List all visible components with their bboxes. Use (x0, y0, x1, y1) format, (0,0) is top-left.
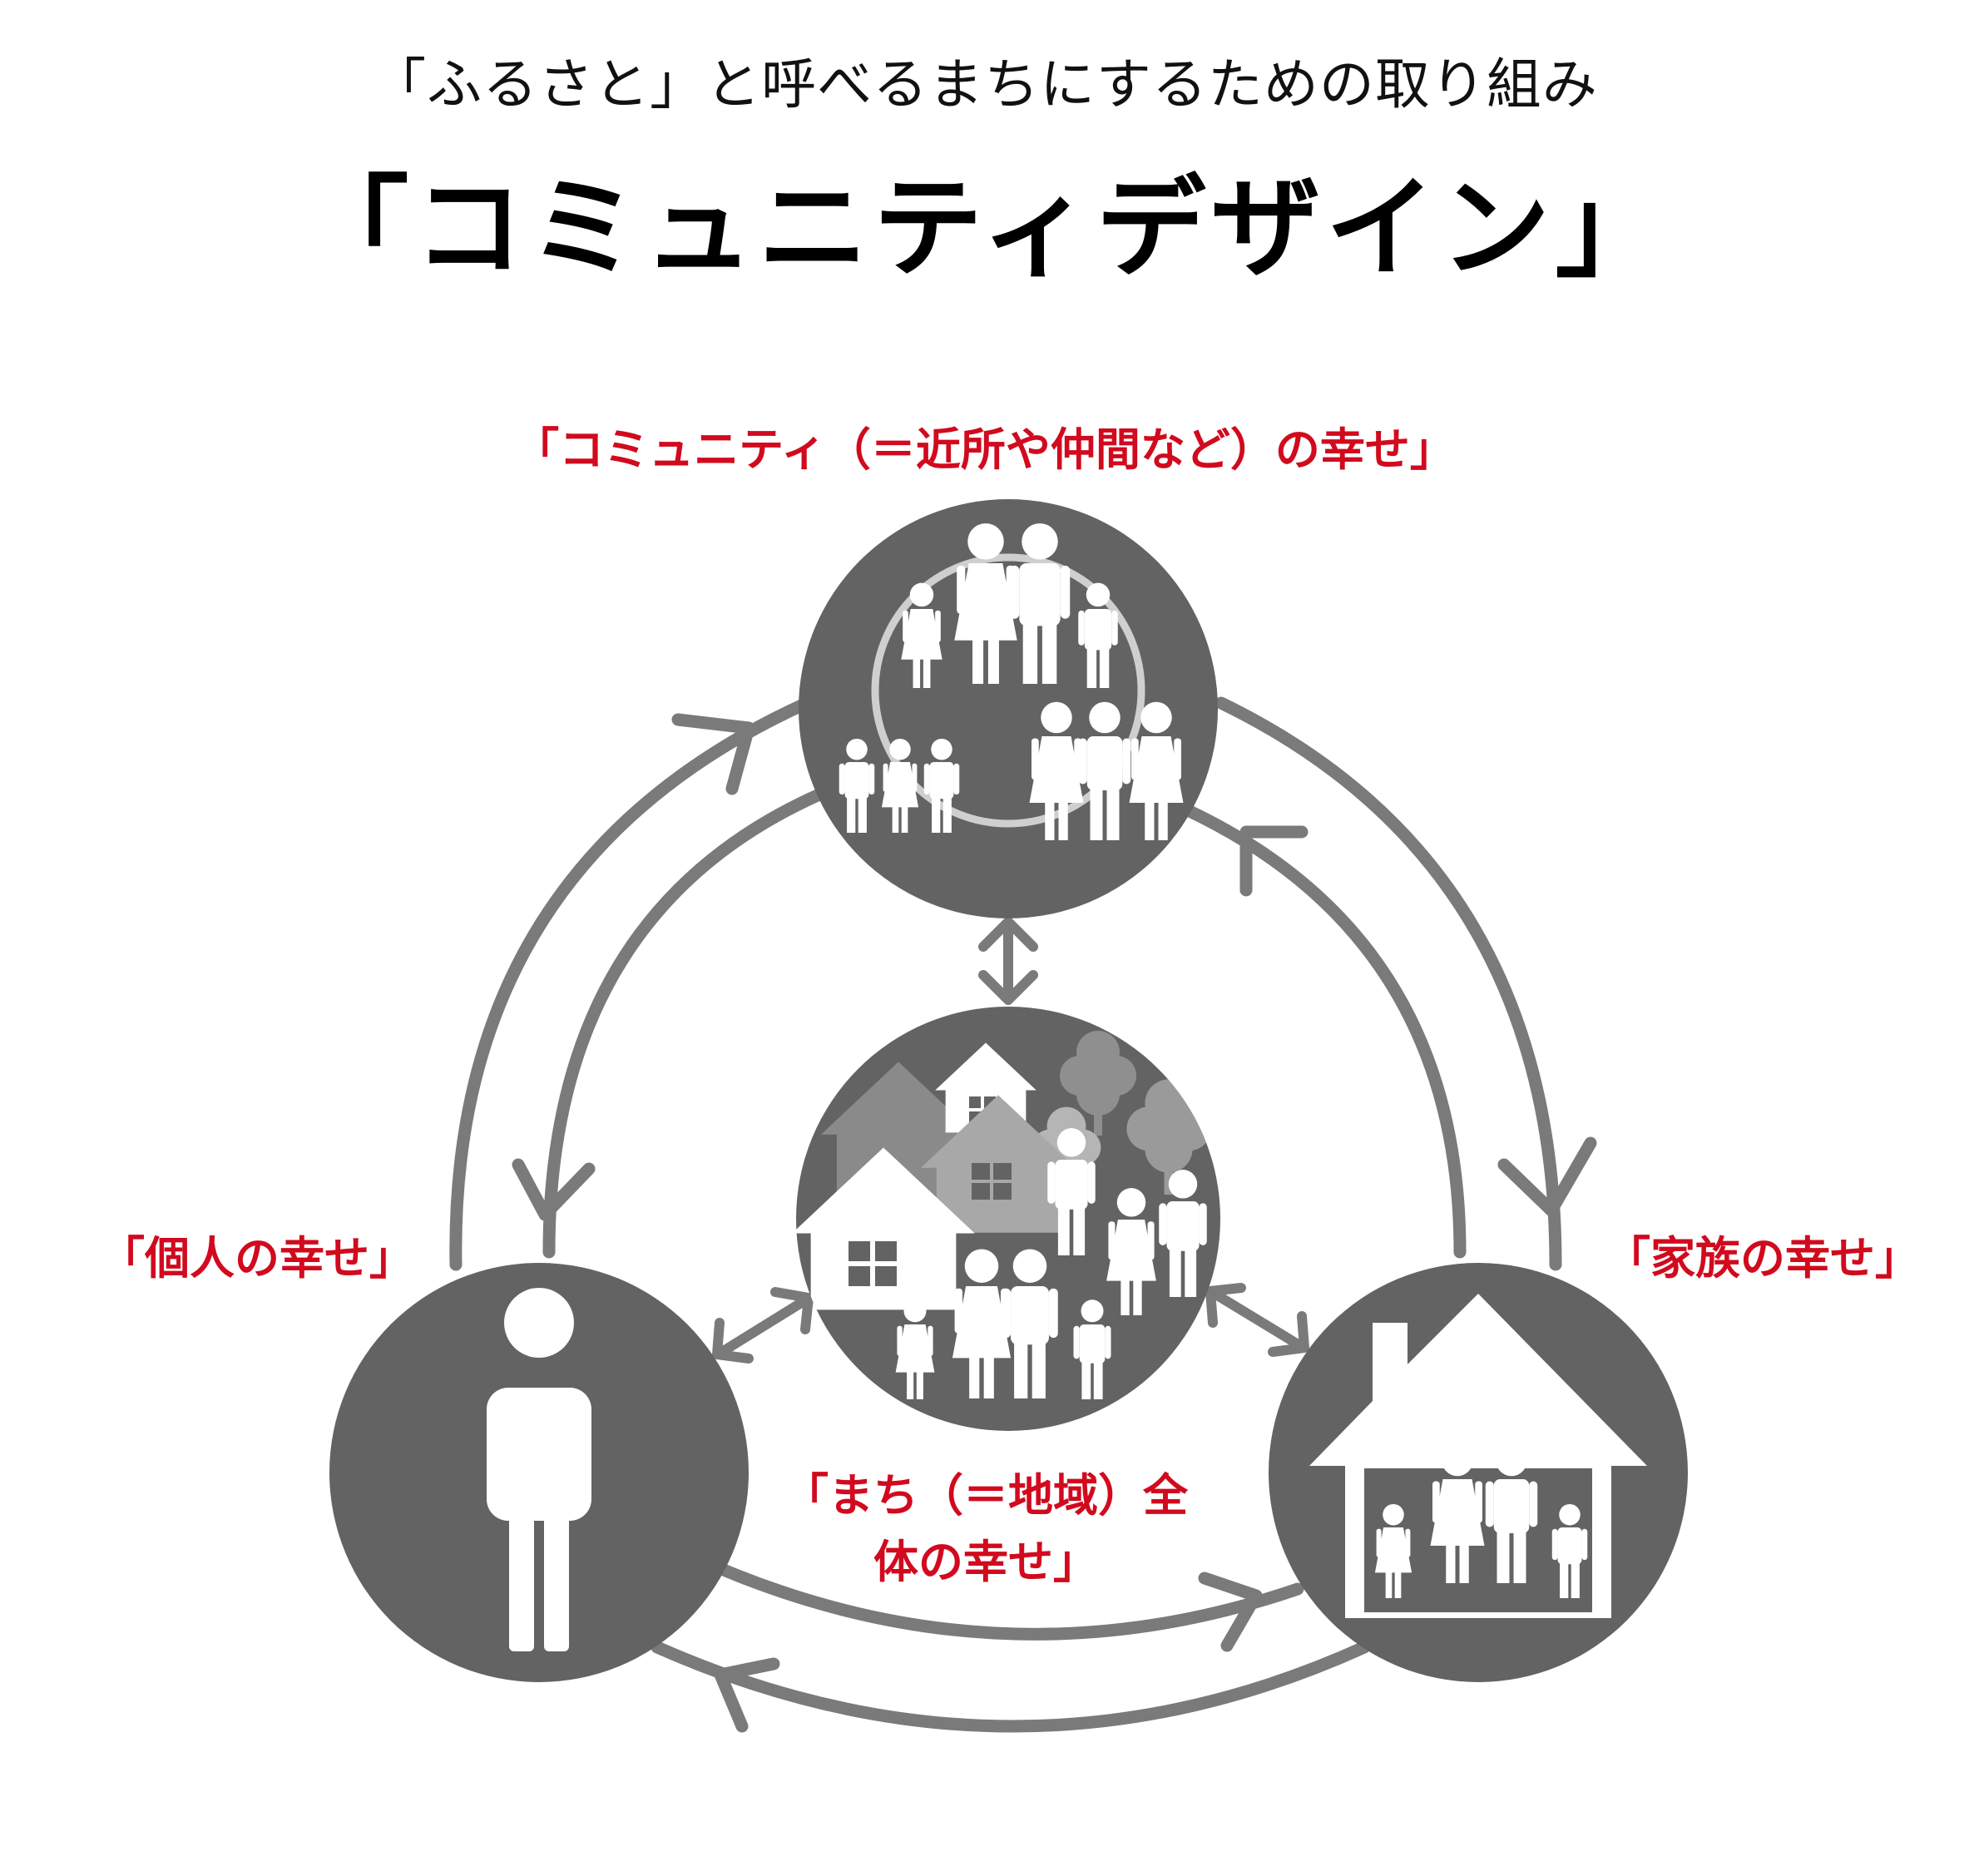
cycle-arrowheads (512, 713, 1597, 1733)
label-family-happiness: 「家族の幸せ」 (1605, 1232, 1920, 1284)
label-community-happiness: 「コミュニティ（＝近所や仲間など）の幸せ」 (514, 423, 1455, 476)
page-title: 「コミュニティデザイン」 (299, 165, 1670, 293)
center-connectors (712, 917, 1309, 1364)
double-arrow-right2-icon (1268, 1311, 1309, 1357)
outer-cycle-arcs (449, 696, 1562, 1733)
chevron-right-bottom-icon (1198, 1572, 1263, 1652)
town-icon (796, 1031, 1211, 1399)
arc-outer-bottom (651, 1641, 1371, 1733)
label-town-happiness: 「まち（＝地域）全体の幸せ」 (784, 1469, 1188, 1588)
arc-inner-left (542, 788, 826, 1259)
double-arrow-down-icon (978, 970, 1038, 1005)
community-circle (799, 499, 1218, 918)
double-arrow-right-icon (770, 1287, 814, 1334)
double-arrow-left-icon (712, 1318, 754, 1364)
double-arrow-left2-icon (1205, 1283, 1246, 1328)
chevron-up-left-icon (671, 713, 755, 795)
town-circle (796, 1007, 1220, 1431)
chevron-up-right-icon (1239, 825, 1309, 897)
arc-outer-left (449, 696, 814, 1271)
family-circle (1269, 1263, 1688, 1682)
page-subtitle: 「ふるさと」と呼べるまちにするための取り組み (371, 52, 1598, 116)
individual-circle (329, 1263, 749, 1682)
arc-inner-right (1183, 804, 1467, 1259)
family-house-icon (1309, 1294, 1647, 1618)
chevron-down-right-icon (1497, 1136, 1597, 1217)
arc-outer-right (1215, 696, 1562, 1271)
person-icon (487, 1288, 591, 1651)
chevron-down-left-icon (512, 1158, 596, 1221)
label-individual-happiness: 「個人の幸せ」 (100, 1232, 414, 1284)
arc-inner-bottom (713, 1562, 1304, 1641)
double-arrow-up-icon (978, 917, 1038, 952)
chevron-left-bottom-icon (714, 1657, 780, 1733)
front-house (796, 1147, 975, 1310)
